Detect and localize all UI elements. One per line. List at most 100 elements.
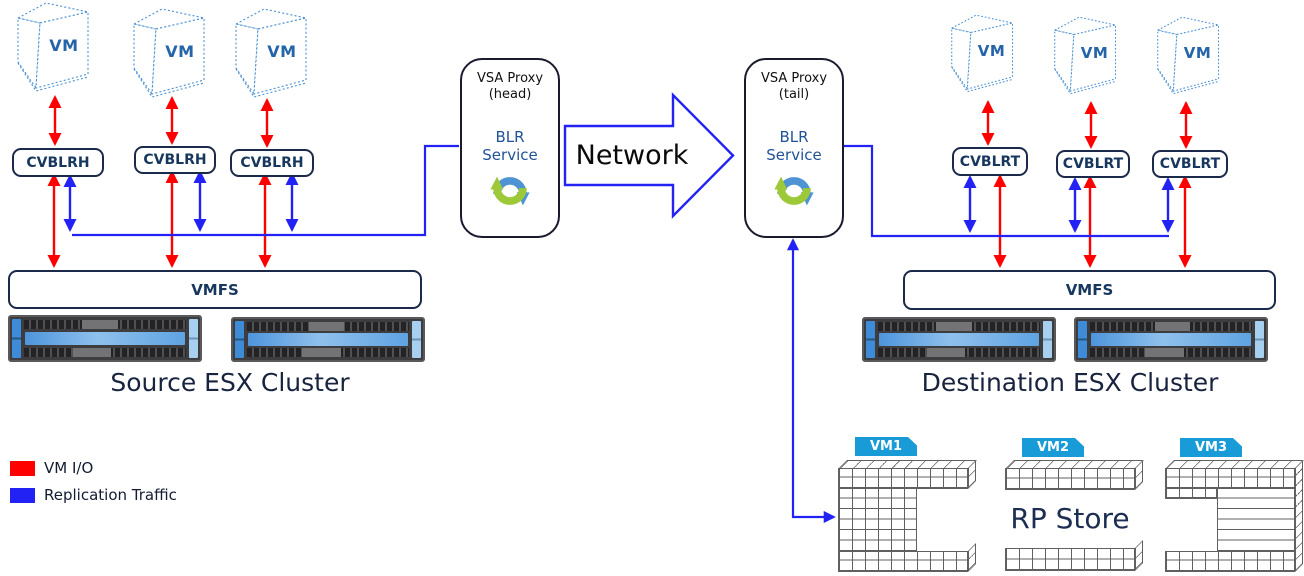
agent-label: CVBLRT xyxy=(959,153,1021,170)
array-endcap xyxy=(1255,321,1264,358)
array-stripe xyxy=(1091,333,1251,346)
block-grid xyxy=(1005,548,1135,571)
legend: VM I/O Replication Traffic xyxy=(10,459,177,513)
network-arrow-shape xyxy=(563,92,735,219)
source-vm-cube: VM xyxy=(132,6,208,106)
array-endcap xyxy=(12,319,21,358)
vm-label: VM xyxy=(165,42,195,61)
rp-store-block xyxy=(838,460,977,572)
array-panel xyxy=(308,322,345,331)
array-stripe xyxy=(879,333,1039,346)
drive-slots xyxy=(247,348,409,357)
source-vm-cube: VM xyxy=(16,0,92,100)
source-cluster-title: Source ESX Cluster xyxy=(110,368,350,397)
array-endcap xyxy=(235,321,244,358)
vm-cube-icon xyxy=(234,8,307,98)
vm-io-swatch xyxy=(10,460,35,476)
dest-vmfs-box: VMFS xyxy=(903,270,1276,310)
volume-label: VM1 xyxy=(869,439,903,454)
storage-array xyxy=(8,315,202,362)
agent-label: CVBLRT xyxy=(1062,156,1124,172)
block-side-face xyxy=(1295,460,1303,572)
proxy-title: VSA Proxy xyxy=(476,71,544,86)
drive-slots xyxy=(24,348,186,357)
agent-label: CVBLRH xyxy=(26,154,90,171)
rp-store-label: RP Store xyxy=(1010,502,1130,535)
drive-slots xyxy=(1090,348,1252,357)
volume-label: VM3 xyxy=(1194,440,1228,455)
cvblrh-box: CVBLRH xyxy=(230,149,314,177)
vm-cube-icon xyxy=(1156,16,1220,95)
legend-label: VM I/O xyxy=(44,459,94,477)
dest-vm-cube: VM xyxy=(1053,14,1119,102)
array-panel xyxy=(936,322,972,331)
array-endcap xyxy=(1043,321,1052,358)
array-stripe xyxy=(25,332,185,345)
block-grid xyxy=(838,468,968,489)
network-arrow: Network xyxy=(563,92,736,219)
legend-label: Replication Traffic xyxy=(44,486,177,504)
vm-cube-icon xyxy=(950,14,1014,93)
array-panel xyxy=(82,320,118,329)
array-panel xyxy=(926,348,966,357)
rp-store-arrow xyxy=(786,238,836,524)
replication-bus-destination xyxy=(842,144,1169,238)
array-panel xyxy=(1145,348,1184,357)
dest-vm-cube: VM xyxy=(950,12,1016,100)
blr-service-label: BLR Service xyxy=(482,127,538,164)
rp-volume-tab: VM2 xyxy=(1022,438,1084,457)
cvblrt-box: CVBLRT xyxy=(1152,150,1228,178)
dest-vm-cube: VM xyxy=(1156,14,1222,102)
storage-array xyxy=(1074,317,1268,362)
blr-service-label: BLR Service xyxy=(766,127,822,164)
storage-array xyxy=(231,317,425,362)
source-vm-cube: VM xyxy=(234,6,310,106)
sync-icon xyxy=(490,176,530,205)
block-grid xyxy=(838,551,968,572)
block-grid xyxy=(1217,488,1295,552)
array-panel xyxy=(72,348,112,357)
source-vmfs-box: VMFS xyxy=(8,270,422,309)
block-side-face xyxy=(1135,540,1143,571)
proxy-title: VSA Proxy xyxy=(760,71,828,86)
block-grid xyxy=(1005,468,1135,490)
rp-store-block xyxy=(1165,460,1304,572)
array-stripe xyxy=(248,333,408,346)
drive-slots xyxy=(247,322,409,331)
network-label: Network xyxy=(575,140,689,171)
block-grid xyxy=(1165,488,1217,499)
cvblrt-box: CVBLRT xyxy=(1056,150,1130,178)
vm-label: VM xyxy=(1080,43,1109,62)
vmfs-label: VMFS xyxy=(1065,281,1114,299)
block-side-face xyxy=(968,543,976,572)
proxy-subtitle: (tail) xyxy=(778,87,810,103)
block-grid xyxy=(1165,551,1295,572)
array-endcap xyxy=(866,321,875,358)
vsa-proxy-tail-box: VSA Proxy (tail) BLR Service xyxy=(744,58,844,238)
proxy-subtitle: (head) xyxy=(488,87,532,103)
agent-label: CVBLRT xyxy=(1159,156,1221,172)
volume-label: VM2 xyxy=(1036,440,1070,455)
agent-label: CVBLRH xyxy=(240,155,304,171)
array-panel xyxy=(302,348,341,357)
drive-slots xyxy=(1090,322,1252,331)
vm-cube-icon xyxy=(1053,16,1117,95)
sync-icon xyxy=(774,176,814,205)
legend-item: Replication Traffic xyxy=(10,486,177,504)
array-panel xyxy=(1154,322,1191,331)
vm-label: VM xyxy=(267,42,297,61)
array-endcap xyxy=(189,319,198,358)
cvblrt-box: CVBLRT xyxy=(952,147,1028,176)
array-endcap xyxy=(1078,321,1087,358)
vsa-proxy-head-box: VSA Proxy (head) BLR Service xyxy=(460,58,560,238)
replication-bus-source xyxy=(72,144,459,237)
rp-volume-tab: VM3 xyxy=(1180,438,1242,457)
vm-cube-icon xyxy=(16,2,89,92)
rp-volume-tab: VM1 xyxy=(855,437,917,456)
vm-label: VM xyxy=(977,41,1006,60)
rp-store-block xyxy=(1005,460,1144,572)
block-grid xyxy=(838,488,917,552)
dest-cluster-title: Destination ESX Cluster xyxy=(921,368,1219,397)
